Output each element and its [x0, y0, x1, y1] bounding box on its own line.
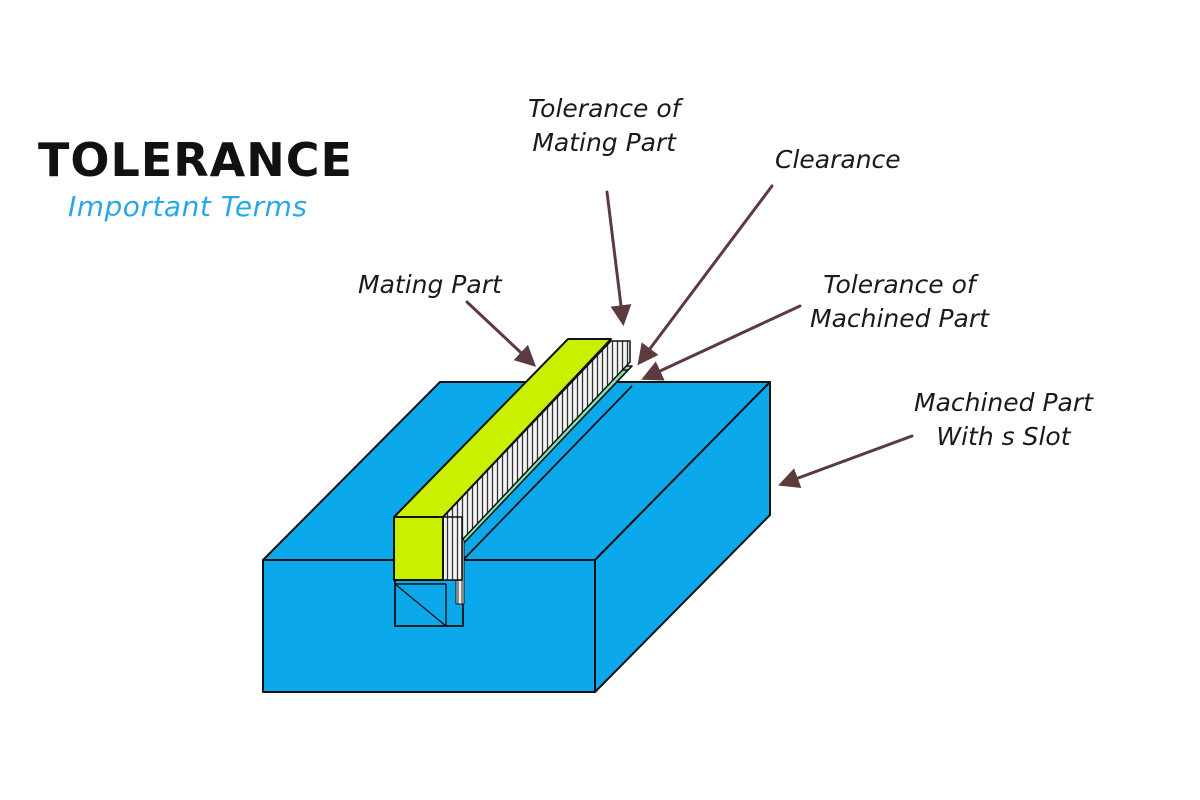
label-clearance: Clearance	[775, 143, 901, 177]
label-tolerance-mating-part: Tolerance of Mating Part	[528, 92, 680, 160]
label-tolerance-machined-part: Tolerance of Machined Part	[810, 268, 989, 336]
label-machined-part-slot-line1: Machined Part	[914, 388, 1093, 417]
mating-part	[393, 338, 612, 581]
arrow-machined-part	[778, 434, 914, 489]
label-mating-part-text: Mating Part	[358, 270, 502, 299]
arrow-tolerance-machined-part	[641, 304, 802, 381]
callout-arrows	[465, 184, 914, 489]
label-machined-part-slot: Machined Part With s Slot	[914, 386, 1093, 454]
mating-part-front	[393, 516, 444, 581]
label-tolerance-mating-part-line1: Tolerance of	[528, 94, 681, 123]
label-clearance-text: Clearance	[775, 145, 901, 174]
label-tolerance-machined-part-line1: Tolerance of	[823, 270, 976, 299]
heading: TOLERANCE Important Terms	[38, 132, 353, 223]
heading-subtitle: Important Terms	[68, 190, 308, 223]
label-tolerance-machined-part-line2: Machined Part	[810, 304, 989, 333]
arrow-tolerance-mating-part	[605, 190, 632, 327]
arrow-clearance	[637, 184, 774, 366]
label-mating-part: Mating Part	[358, 268, 502, 302]
heading-title: TOLERANCE	[38, 133, 353, 187]
arrow-mating-part	[465, 300, 537, 367]
label-machined-part-slot-line2: With s Slot	[936, 422, 1071, 451]
label-tolerance-mating-part-line2: Mating Part	[532, 128, 677, 157]
mating-tolerance-band	[442, 340, 631, 581]
